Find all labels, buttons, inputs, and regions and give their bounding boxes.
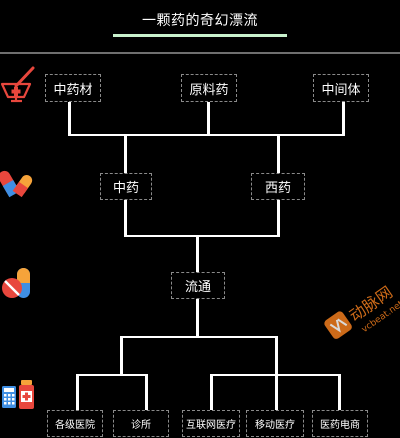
mortar-pestle-icon — [0, 66, 35, 103]
connector — [196, 236, 199, 273]
connector — [207, 101, 210, 135]
node-tcm: 中药 — [100, 173, 152, 200]
connector — [120, 336, 278, 338]
connector — [124, 235, 280, 237]
title-underline — [113, 34, 287, 37]
node-hospitals: 各级医院 — [47, 410, 103, 437]
connector — [210, 375, 213, 411]
node-chinese-herbs: 中药材 — [45, 74, 101, 102]
pharmacy-calculator-icon — [2, 380, 34, 409]
capsules-icon — [0, 170, 33, 198]
node-intermediate: 中间体 — [313, 74, 369, 102]
node-pharma-ecommerce: 医药电商 — [312, 410, 368, 437]
connector — [145, 375, 148, 411]
brand-logo-icon: 动脉网 vcbeat.net — [324, 282, 400, 339]
connector — [277, 135, 280, 174]
node-circulation: 流通 — [171, 272, 225, 299]
connector — [275, 375, 278, 411]
header-divider — [0, 52, 400, 54]
connector — [124, 135, 127, 174]
connector — [76, 374, 148, 376]
node-api: 原料药 — [181, 74, 237, 102]
connector — [120, 337, 123, 375]
node-internet-healthcare: 互联网医疗 — [182, 410, 240, 437]
connector — [196, 298, 199, 336]
connector — [338, 375, 341, 411]
connector — [277, 199, 280, 236]
connector — [68, 101, 71, 135]
node-mobile-healthcare: 移动医疗 — [246, 410, 304, 437]
connector — [342, 101, 345, 135]
node-western-medicine: 西药 — [251, 173, 305, 200]
connector — [275, 337, 278, 375]
pill-bottle-icon — [2, 268, 30, 298]
connector — [124, 199, 127, 236]
connector — [68, 134, 345, 136]
brand-watermark: 动脉网 vcbeat.net — [316, 250, 400, 370]
node-clinics: 诊所 — [113, 410, 169, 437]
connector — [76, 375, 79, 411]
diagram-title: 一颗药的奇幻漂流 — [142, 13, 258, 29]
